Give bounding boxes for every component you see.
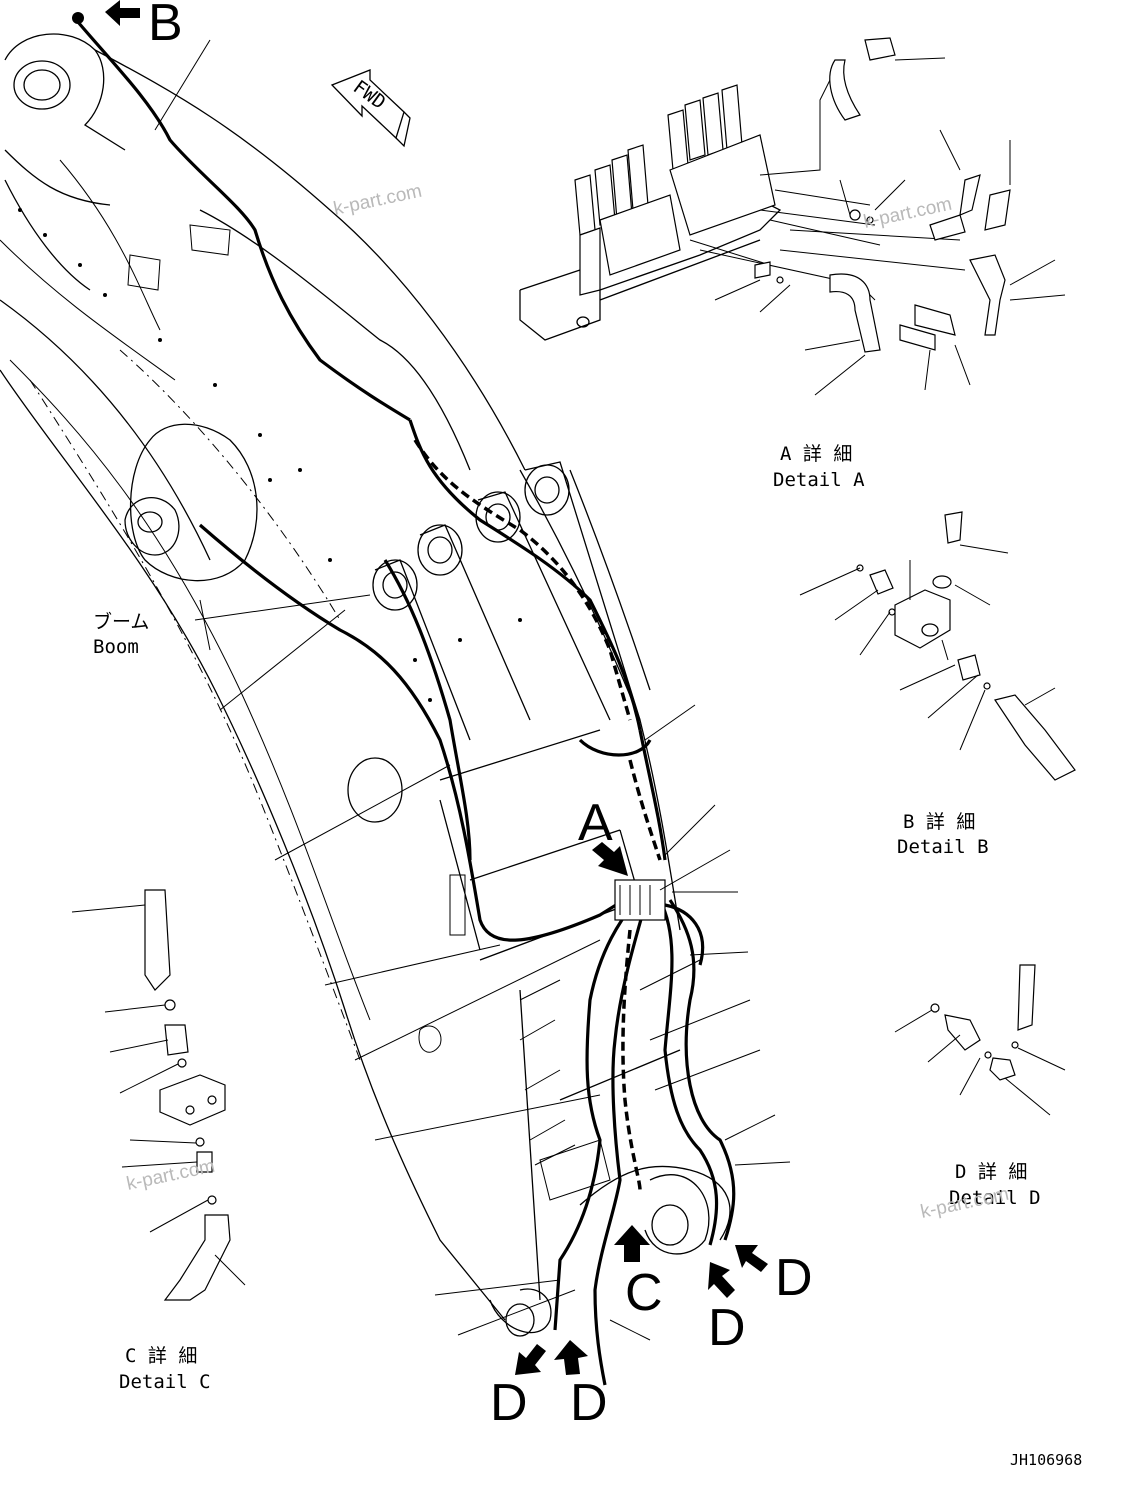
fitting-b-icon xyxy=(72,12,84,24)
boom-label-jp: ブーム xyxy=(93,610,149,633)
callout-c-main: C xyxy=(625,1264,663,1322)
detail-a-fittings xyxy=(754,37,1011,353)
detail-b-label-en: Detail B xyxy=(897,836,989,858)
arrow-b-icon xyxy=(105,0,140,26)
detail-c-label-jp: C 詳 細 xyxy=(125,1345,197,1367)
arrow-d4-icon xyxy=(554,1340,588,1375)
hydraulic-hoses xyxy=(76,20,736,1386)
arrow-a-icon xyxy=(592,842,628,876)
detail-d-label-en: Detail D xyxy=(949,1187,1041,1209)
cylinder-bosses xyxy=(372,461,641,741)
detail-d-drawing xyxy=(894,964,1066,1116)
arrow-c-icon xyxy=(614,1225,650,1262)
leader-lines xyxy=(154,39,791,1341)
detail-d-label-jp: D 詳 細 xyxy=(955,1161,1027,1183)
detail-b-label-jp: B 詳 細 xyxy=(903,811,975,833)
callout-letters: B A C D D D D xyxy=(148,0,813,1432)
detail-a-label-jp: A 詳 細 xyxy=(780,443,852,465)
detail-c-drawing xyxy=(71,889,246,1301)
arrow-d1-icon xyxy=(708,1262,735,1298)
callout-arrows xyxy=(72,0,768,1375)
detail-b-drawing xyxy=(799,511,1076,781)
watermark-1: k-part.com xyxy=(332,181,424,220)
fwd-arrow: FWD xyxy=(330,69,411,148)
callout-d-4: D xyxy=(570,1374,608,1432)
valve-stack xyxy=(574,84,776,296)
callout-d-3: D xyxy=(490,1374,528,1432)
boom-structure xyxy=(0,33,761,1337)
callout-a-main: A xyxy=(578,794,613,852)
callout-b-top: B xyxy=(148,0,183,52)
section-labels: ブーム Boom A 詳 細 Detail A B 詳 細 Detail B C… xyxy=(93,443,1082,1469)
detail-a-label-en: Detail A xyxy=(773,469,865,491)
callout-d-1: D xyxy=(775,1249,813,1307)
callout-d-2: D xyxy=(708,1299,746,1357)
arrow-d2-icon xyxy=(735,1245,768,1272)
arrow-d3-icon xyxy=(515,1344,546,1375)
boom-label-en: Boom xyxy=(93,636,139,658)
drawing-number: JH106968 xyxy=(1010,1451,1082,1469)
detail-a-drawing xyxy=(519,37,1066,396)
detail-c-label-en: Detail C xyxy=(119,1371,211,1393)
watermark-3: k-part.com xyxy=(125,1156,217,1195)
